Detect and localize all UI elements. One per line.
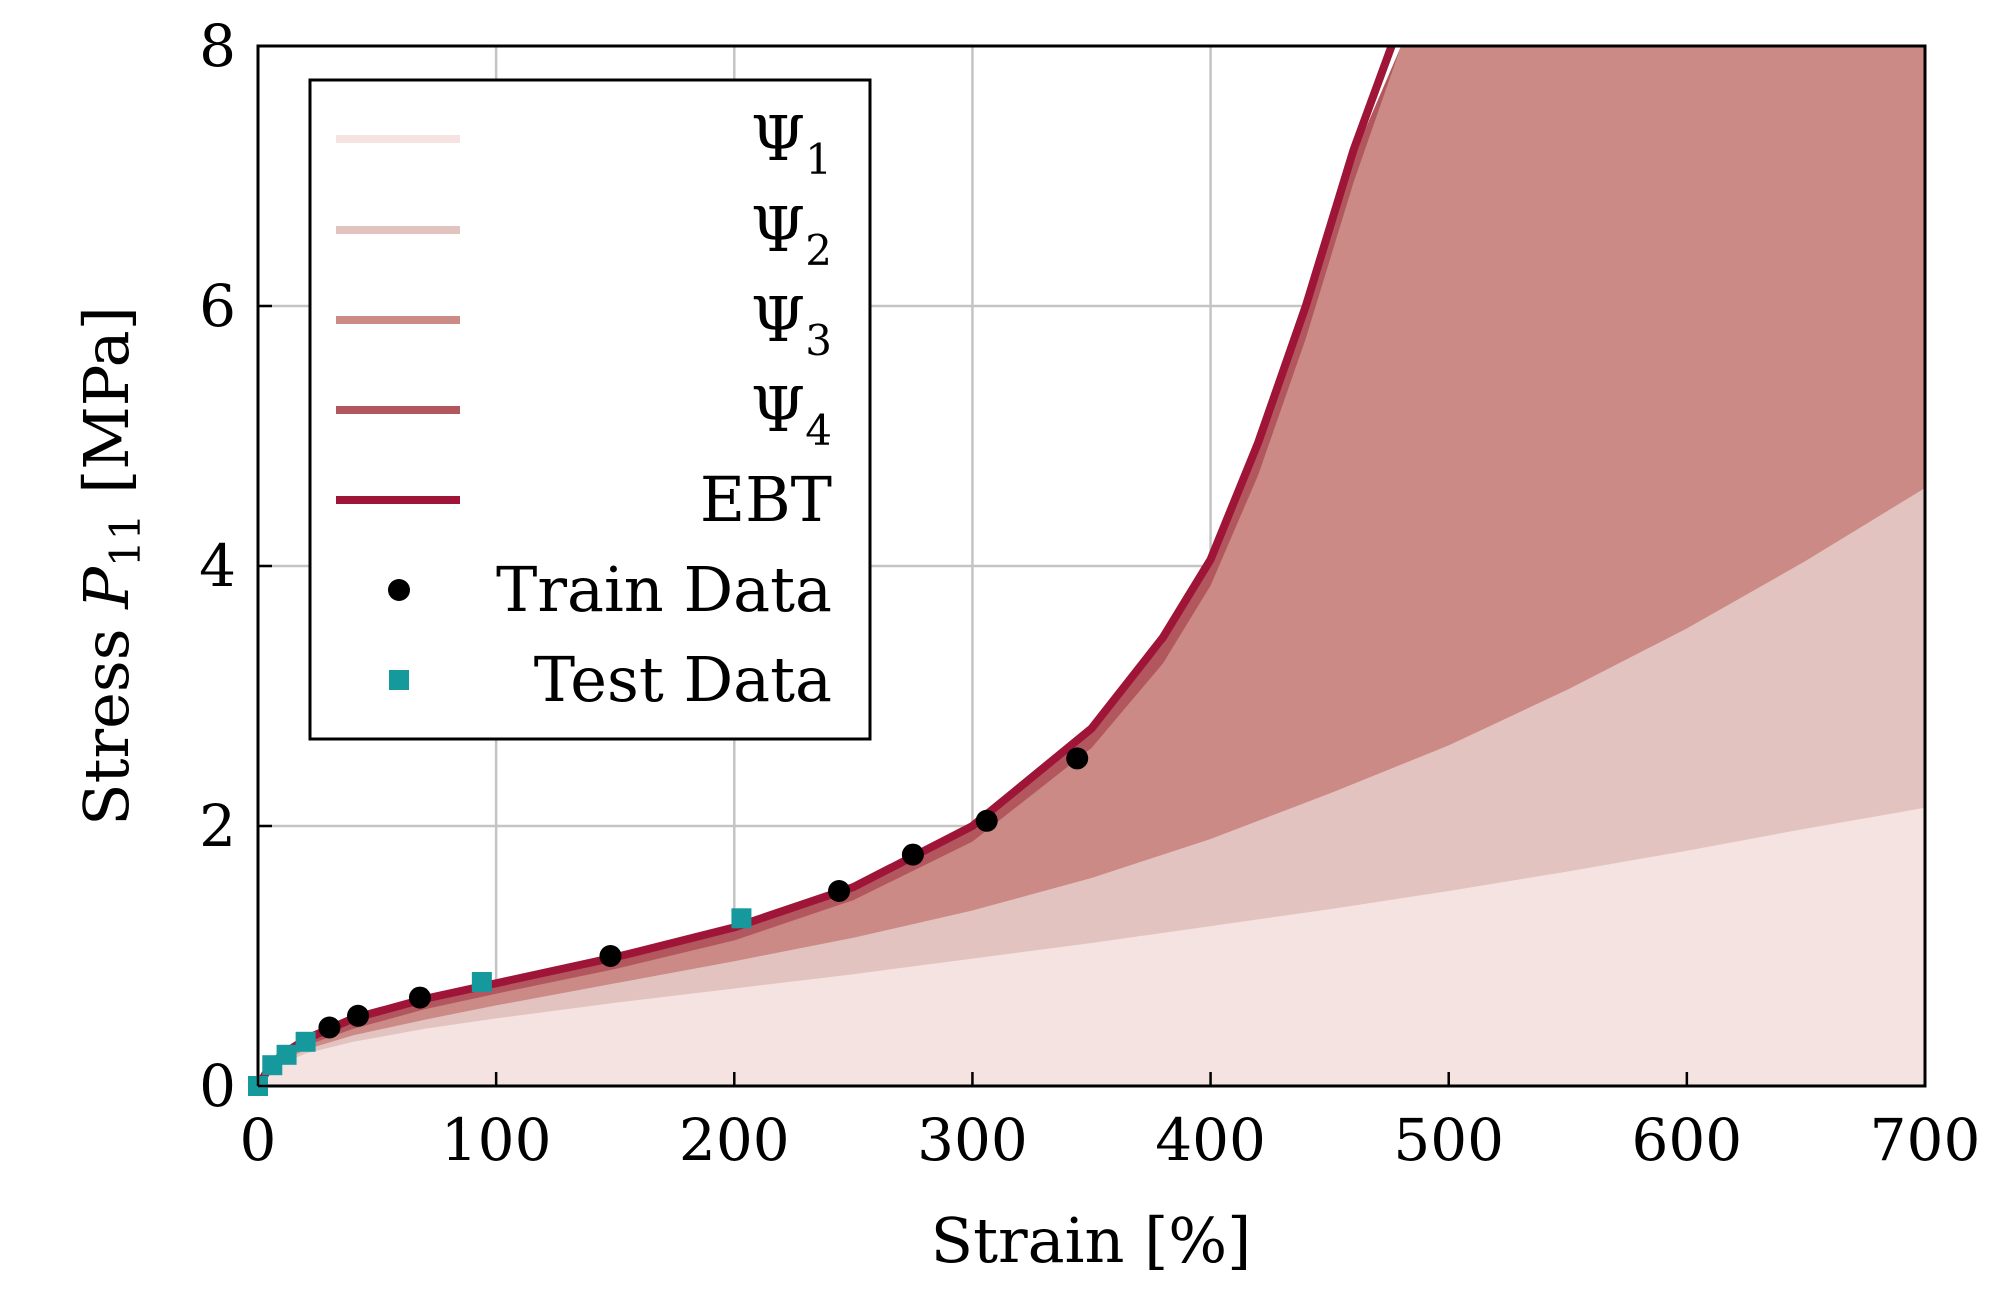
legend-label-psi3: Ψ3 <box>751 283 832 365</box>
legend-label-test: Test Data <box>534 643 832 716</box>
x-tick-label-5: 500 <box>1393 1106 1504 1174</box>
train-point-1 <box>347 1004 370 1027</box>
train-point-0 <box>318 1016 341 1039</box>
x-tick-label-1: 100 <box>441 1106 552 1174</box>
y-axis-label: Stress P11 [MPa] <box>70 306 150 826</box>
train-point-7 <box>1066 747 1089 770</box>
y-tick-label-3: 6 <box>199 272 236 340</box>
x-tick-label-7: 700 <box>1870 1106 1981 1174</box>
test-point-3 <box>295 1031 316 1052</box>
train-point-3 <box>599 945 622 967</box>
y-tick-label-4: 8 <box>199 12 236 80</box>
y-axis-label-var: P <box>70 566 143 610</box>
train-point-4 <box>828 880 851 902</box>
x-tick-label-0: 0 <box>240 1106 277 1174</box>
legend-label-psi2: Ψ2 <box>751 193 832 275</box>
train-point-2 <box>408 986 431 1009</box>
y-axis-label-sub: 11 <box>101 514 150 567</box>
test-point-4 <box>471 972 492 992</box>
test-point-2 <box>276 1044 297 1065</box>
y-tick-label-2: 4 <box>199 532 236 600</box>
legend: Ψ1 Ψ2 Ψ3 Ψ4 EBT Train Data Test Data <box>308 78 872 741</box>
x-tick-label-4: 400 <box>1155 1106 1266 1174</box>
legend-label-psi4: Ψ4 <box>751 373 832 455</box>
legend-label-train: Train Data <box>496 553 832 626</box>
legend-label-ebt: EBT <box>700 463 832 536</box>
x-tick-label-3: 300 <box>917 1106 1028 1174</box>
train-point-5 <box>901 843 924 866</box>
plot-area <box>258 46 1925 1086</box>
legend-label-psi1: Ψ1 <box>751 102 832 184</box>
x-tick-label-6: 600 <box>1631 1106 1742 1174</box>
x-axis-label: Strain [%] <box>931 1204 1252 1277</box>
y-axis-label-prefix: Stress <box>70 609 143 826</box>
y-tick-label-1: 2 <box>199 792 236 860</box>
train-point-6 <box>975 809 998 832</box>
legend-marker-train <box>388 579 410 601</box>
band-psi1 <box>258 807 1925 1086</box>
axis-ticks: 0 100 200 300 400 500 600 700 0 2 4 6 8 <box>199 12 1980 1174</box>
legend-marker-test <box>389 670 409 690</box>
y-tick-label-0: 0 <box>199 1052 236 1120</box>
test-point-5 <box>731 908 752 929</box>
x-tick-label-2: 200 <box>679 1106 790 1174</box>
y-axis-label-unit: [MPa] <box>70 306 143 513</box>
